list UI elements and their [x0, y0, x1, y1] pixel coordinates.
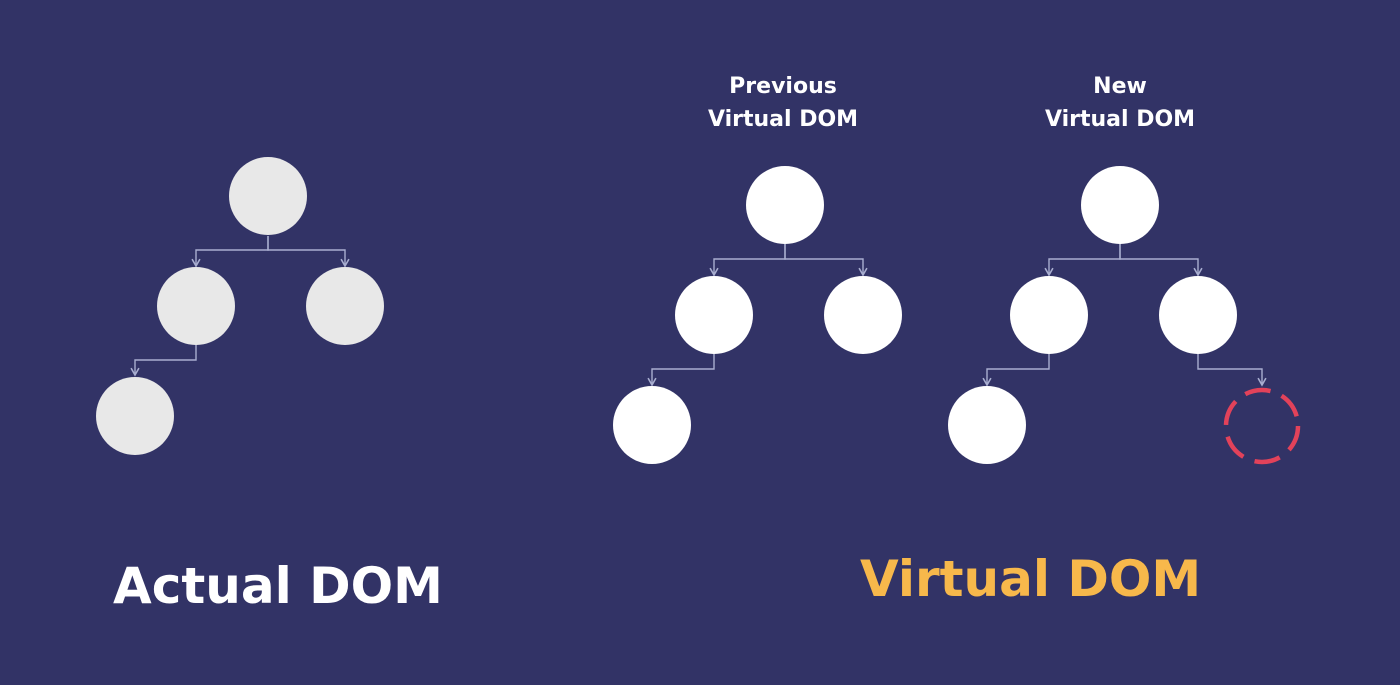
- actual-dom-caption: Actual DOM: [113, 557, 443, 615]
- actual-leaf-node: [96, 377, 174, 455]
- connector-left-to-leaf: [647, 354, 715, 387]
- previous-virtual-dom-tree: [613, 166, 902, 464]
- previous-root-node: [746, 166, 824, 244]
- connector-root-to-right: [784, 244, 868, 277]
- previous-label-line2: Virtual DOM: [707, 107, 859, 132]
- actual-left-node: [157, 267, 235, 345]
- connector-right-to-new-node: [1197, 354, 1267, 387]
- previous-label-line1: Previous: [729, 74, 837, 99]
- connector-root-to-left: [709, 244, 786, 277]
- previous-right-node: [824, 276, 902, 354]
- actual-root-node: [229, 157, 307, 235]
- connector-left-to-leaf: [130, 345, 197, 377]
- new-left-node: [1010, 276, 1088, 354]
- actual-dom-tree: [96, 157, 384, 455]
- actual-right-node: [306, 267, 384, 345]
- previous-leaf-node: [613, 386, 691, 464]
- connector-root-to-right: [267, 236, 350, 268]
- connector-root-to-right: [1119, 244, 1203, 277]
- new-leaf-node: [948, 386, 1026, 464]
- new-virtual-dom-label: New Virtual DOM: [990, 70, 1250, 136]
- connector-root-to-left: [1044, 244, 1121, 277]
- virtual-dom-caption: Virtual DOM: [860, 550, 1202, 608]
- new-right-node: [1159, 276, 1237, 354]
- new-virtual-dom-tree: [948, 166, 1301, 465]
- new-label-line2: Virtual DOM: [1044, 107, 1196, 132]
- new-label-line1: New: [1093, 74, 1147, 99]
- connector-root-to-left: [191, 236, 269, 268]
- previous-left-node: [675, 276, 753, 354]
- added-node-dashed: [1223, 387, 1301, 465]
- previous-virtual-dom-label: Previous Virtual DOM: [653, 70, 913, 136]
- connector-left-to-leaf: [982, 354, 1050, 387]
- new-root-node: [1081, 166, 1159, 244]
